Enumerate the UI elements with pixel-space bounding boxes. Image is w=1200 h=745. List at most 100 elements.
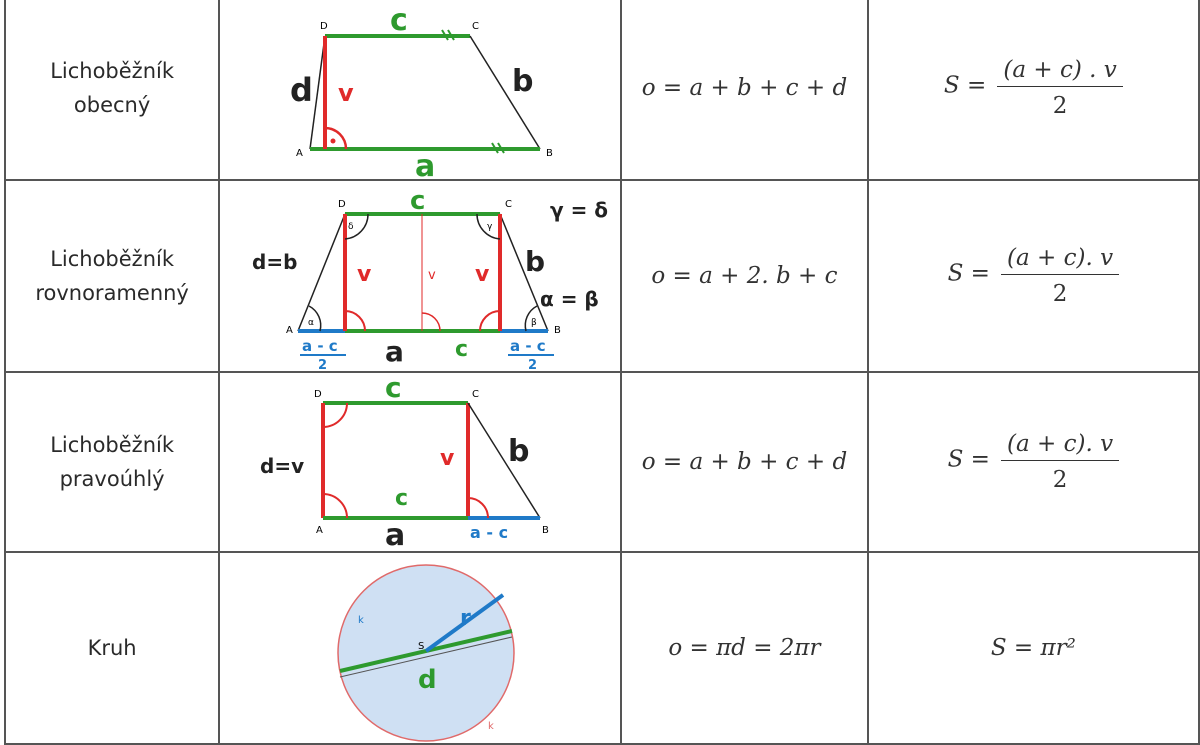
area-lhs: S = xyxy=(943,72,987,98)
right-angle-dot xyxy=(330,138,336,144)
parallel-mark-bottom xyxy=(491,142,506,154)
shape-name-line2: rovnoramenný xyxy=(35,281,189,305)
label-gamma-delta: γ = δ xyxy=(550,198,608,222)
angle-alpha-arc xyxy=(308,305,322,332)
label-frac-right-den: 2 xyxy=(528,358,537,371)
right-angle-mark xyxy=(422,312,441,332)
shape-name-cell: Lichoběžník rovnoramenný xyxy=(3,179,221,373)
right-angle-mark xyxy=(345,310,367,332)
shape-name-cell: Lichoběžník obecný xyxy=(3,0,221,181)
diameter-shadow xyxy=(340,636,513,678)
area-cell: S = (a + c). v 2 xyxy=(866,371,1200,553)
vertex-D: D xyxy=(320,21,328,32)
right-angle-mark xyxy=(325,126,348,150)
label-b: b xyxy=(525,245,545,278)
vertex-B: B xyxy=(554,325,561,336)
label-d: d xyxy=(418,665,437,695)
perimeter-formula: o = a + b + c + d xyxy=(641,74,848,101)
area-fraction: (a + c). v 2 xyxy=(1001,245,1120,307)
angle-gamma-arc xyxy=(476,213,501,240)
shape-name-line1: Lichoběžník xyxy=(50,247,175,271)
shape-name-line1: Kruh xyxy=(87,636,137,660)
shape-name-line2: obecný xyxy=(73,92,151,117)
label-a: a xyxy=(385,518,405,551)
isosceles-trapezoid-figure: D C A B c c a b d=b γ = δ α = β α β δ γ … xyxy=(252,186,608,371)
label-a: a xyxy=(385,335,404,368)
right-angle-mark xyxy=(468,497,490,519)
label-c: c xyxy=(410,186,425,216)
label-frac-left-den: 2 xyxy=(318,358,327,371)
vertex-B: B xyxy=(542,525,549,536)
vertex-A: A xyxy=(286,325,293,336)
area-lhs: S = xyxy=(947,260,990,287)
label-b: b xyxy=(512,64,533,99)
label-delta: δ xyxy=(348,222,354,232)
label-alpha: α xyxy=(308,318,314,328)
shape-name-line2: pravoúhlý xyxy=(59,467,165,491)
center-S: S xyxy=(418,641,424,652)
table-row: Lichoběžník rovnoramenný xyxy=(3,179,1200,373)
area-cell: S = πr² xyxy=(866,551,1200,745)
vertex-C: C xyxy=(472,21,479,32)
area-lhs: S = xyxy=(947,446,990,473)
label-alpha-beta: α = β xyxy=(540,287,599,311)
perimeter-cell: o = πd = 2πr xyxy=(620,551,869,745)
label-v: v xyxy=(338,79,354,107)
right-angle-mark xyxy=(323,493,349,519)
area-fraction: (a + c). v 2 xyxy=(1001,431,1120,493)
perimeter-cell: o = a + b + c + d xyxy=(620,371,869,553)
label-k-outer: k xyxy=(488,721,494,732)
general-trapezoid-figure: D C A B c a d b v xyxy=(290,3,553,179)
label-frac-right-num: a - c xyxy=(510,337,546,355)
area-cell: S = (a + c). v 2 xyxy=(866,179,1200,373)
right-trapezoid-figure: D C A B c c a b d=v v a - c xyxy=(260,373,549,551)
side-d xyxy=(309,35,326,150)
vertex-A: A xyxy=(316,525,323,536)
label-v-middle: v xyxy=(428,268,436,283)
right-angle-mark xyxy=(323,402,349,428)
perimeter-cell: o = a + 2. b + c xyxy=(620,179,869,373)
shape-name-cell: Kruh xyxy=(3,551,221,745)
area-fraction: (a + c) . v 2 xyxy=(997,57,1123,119)
perimeter-formula: o = a + 2. b + c xyxy=(651,263,838,289)
table-row: Kruh S r d k k o = πd = 2πr S = πr² xyxy=(3,551,1200,745)
perimeter-formula: o = πd = 2πr xyxy=(668,635,821,661)
label-b: b xyxy=(508,434,529,469)
area-denominator: 2 xyxy=(1052,281,1068,307)
shape-name-line1: Lichoběžník xyxy=(50,433,175,457)
label-d: d xyxy=(290,71,313,109)
area-cell: S = (a + c) . v 2 xyxy=(866,0,1200,181)
label-v-left: v xyxy=(357,262,372,287)
perimeter-cell: o = a + b + c + d xyxy=(620,0,869,181)
label-a: a xyxy=(415,149,435,179)
shape-name-line1: Lichoběžník xyxy=(50,58,175,83)
label-frac-left-num: a - c xyxy=(302,337,338,355)
label-a-minus-c: a - c xyxy=(470,523,508,542)
right-angle-mark xyxy=(479,310,501,332)
side-b xyxy=(499,213,549,332)
perimeter-formula: o = a + b + c + d xyxy=(641,449,848,475)
figure-cell: S r d k k xyxy=(218,551,623,745)
label-c-bottom: c xyxy=(455,337,468,362)
vertex-A: A xyxy=(296,148,303,159)
shape-name-cell: Lichoběžník pravoúhlý xyxy=(3,371,221,553)
label-v-right: v xyxy=(475,262,490,287)
area-formula: S = πr² xyxy=(990,635,1076,661)
vertex-D: D xyxy=(314,389,322,400)
label-c: c xyxy=(385,373,402,404)
circle-figure: S r d k k xyxy=(337,564,515,742)
area-denominator: 2 xyxy=(1052,92,1068,119)
vertex-B: B xyxy=(546,148,553,159)
label-v: v xyxy=(440,446,455,471)
label-beta: β xyxy=(531,318,537,328)
vertex-C: C xyxy=(505,199,512,210)
label-r: r xyxy=(460,606,471,631)
label-k-inner: k xyxy=(358,615,364,626)
area-denominator: 2 xyxy=(1052,467,1068,493)
angle-beta-arc xyxy=(524,305,538,332)
vertex-D: D xyxy=(338,199,346,210)
table-row: Lichoběžník obecný D C A B c a d xyxy=(3,0,1200,181)
formula-table: Lichoběžník obecný D C A B c a d xyxy=(3,0,1200,745)
figure-cell: D C A B c c a b d=b γ = δ α = β α β δ γ … xyxy=(218,179,623,373)
